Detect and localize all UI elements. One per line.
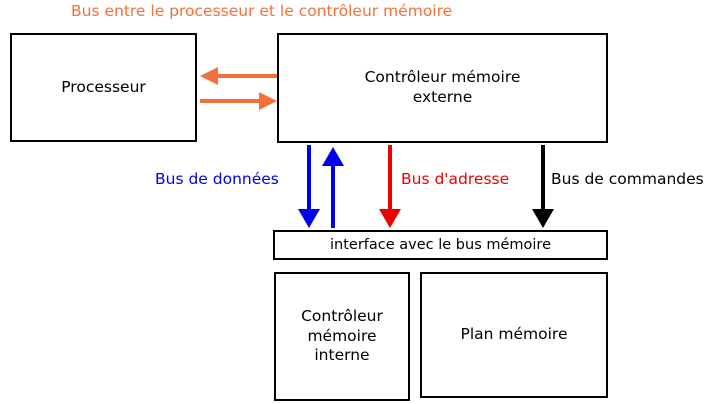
box-controleur-memoire-interne-label: Contrôleur mémoire interne [301, 306, 383, 365]
diagram-title: Bus entre le processeur et le contrôleur… [71, 2, 453, 20]
box-processeur[interactable]: Processeur [10, 33, 197, 142]
box-plan-memoire-label: Plan mémoire [460, 325, 568, 344]
box-controleur-memoire-externe[interactable]: Contrôleur mémoire externe [277, 33, 608, 143]
arrow-data-bus-down [298, 145, 320, 228]
label-bus-d-adresse: Bus d'adresse [401, 170, 510, 188]
label-bus-de-donnees: Bus de données [155, 170, 279, 188]
box-interface-bus-memoire[interactable]: interface avec le bus mémoire [273, 230, 608, 260]
arrow-data-bus-up [322, 147, 344, 228]
arrow-processor-bus-in [200, 67, 277, 85]
box-processeur-label: Processeur [61, 77, 146, 96]
box-plan-memoire[interactable]: Plan mémoire [420, 272, 608, 398]
arrow-address-bus-down [379, 145, 401, 228]
arrow-processor-bus-out [200, 92, 277, 110]
box-controleur-memoire-interne[interactable]: Contrôleur mémoire interne [274, 272, 410, 401]
box-interface-bus-memoire-label: interface avec le bus mémoire [330, 236, 551, 253]
box-controleur-memoire-externe-label: Contrôleur mémoire externe [364, 68, 521, 106]
label-bus-de-commandes: Bus de commandes [551, 170, 704, 188]
